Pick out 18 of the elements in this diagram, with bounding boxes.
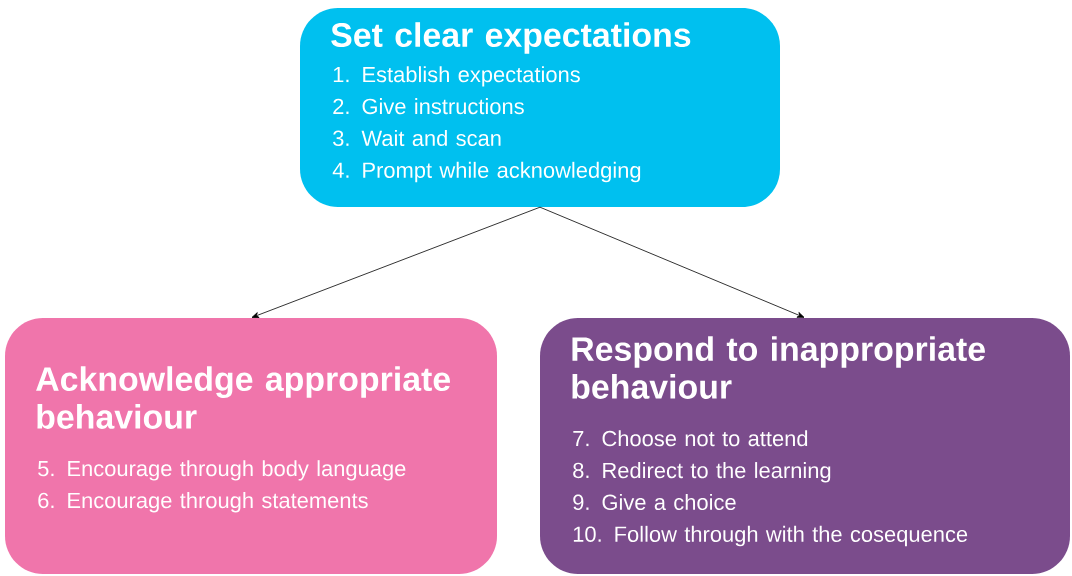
list-item: 7. Choose not to attend [573,430,808,447]
box-title: Acknowledge appropriate behaviour [36,366,450,429]
process-box [5,318,497,574]
process-box [540,318,1070,574]
list-item: 3. Wait and scan [333,129,501,147]
list-item: 8. Redirect to the learning [573,462,831,483]
list-item: 9. Give a choice [573,493,736,511]
box-title: Respond to inappropriate behaviour [572,336,985,399]
arrow [539,206,805,318]
list-item: 10. Follow through with the cosequence [573,525,968,547]
arrow [251,206,541,318]
process-box [300,8,780,207]
list-item: 1. Establish expectations [333,66,580,87]
list-item: 4. Prompt while acknowledging [332,161,641,183]
list-item: 2. Give instructions [333,98,524,115]
list-item: 6. Encourage through statements [38,492,368,513]
list-item: 5. Encourage through body language [38,460,406,481]
box-title: Set clear expectations [331,22,691,54]
